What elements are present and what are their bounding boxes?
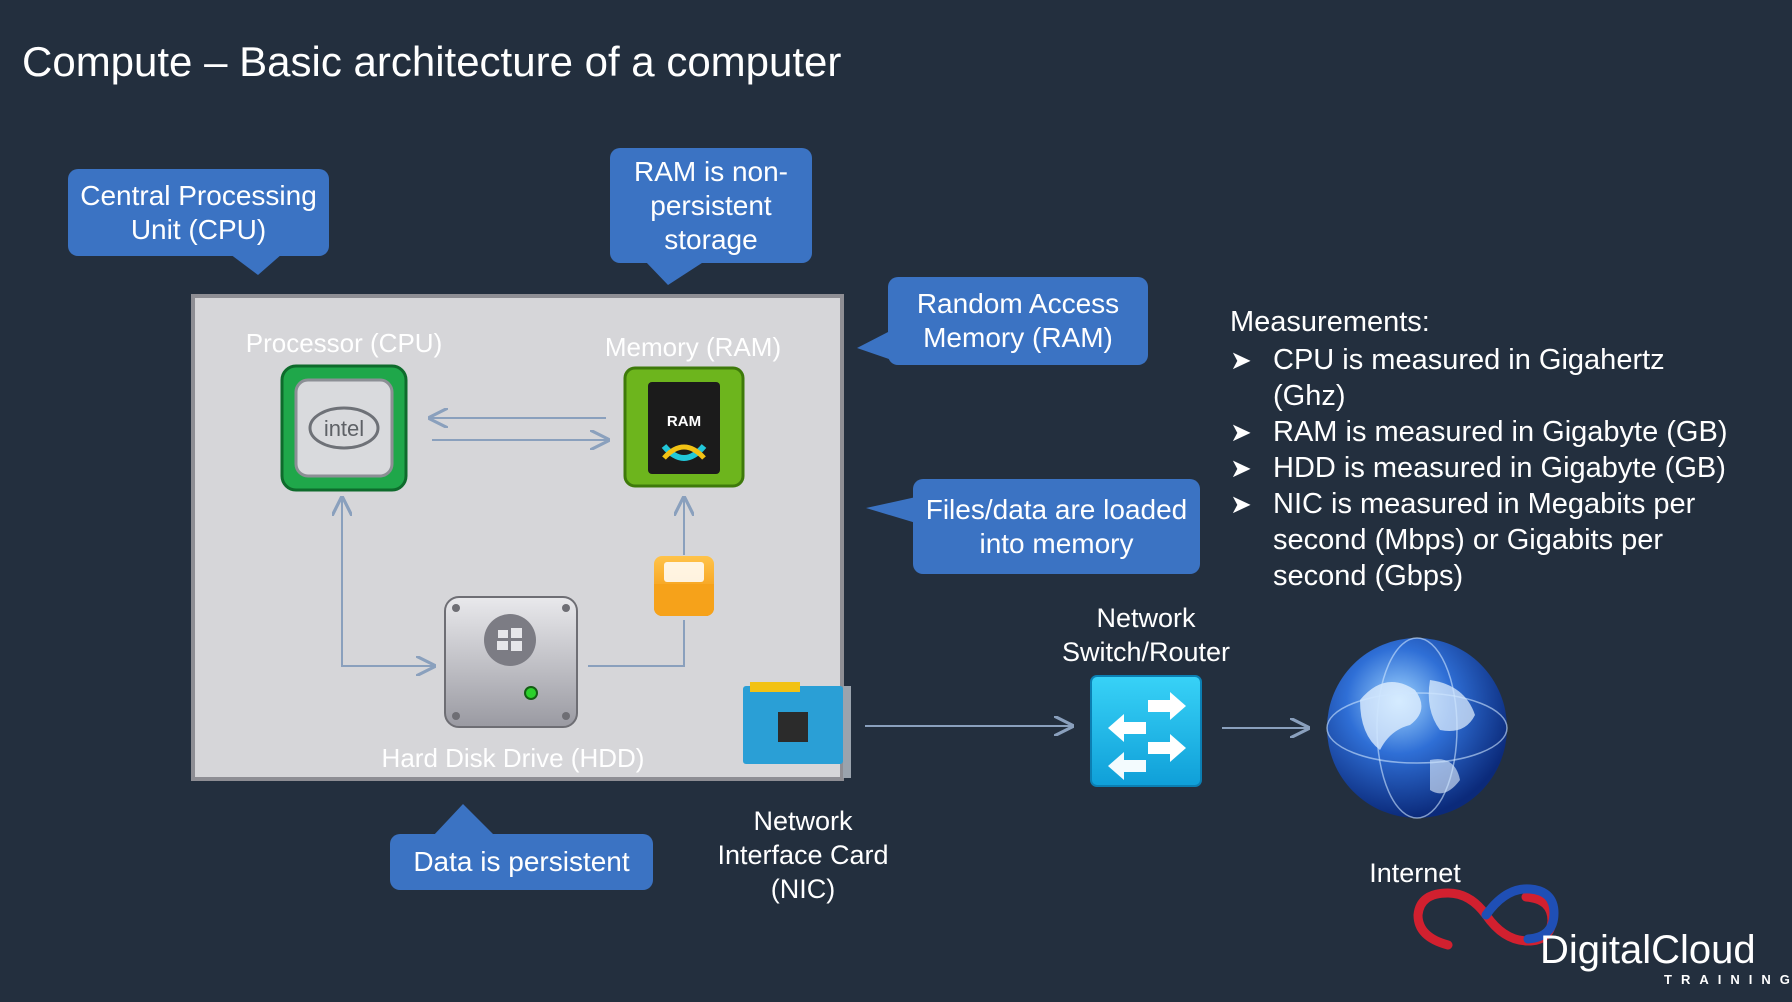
internet-label: Internet [1369, 858, 1461, 888]
callout-line: Random Access [916, 288, 1120, 319]
memory-label: Memory (RAM) [604, 332, 782, 362]
ram-chip-icon: RAM [623, 366, 745, 488]
logo-tagline: TRAINING [1664, 972, 1792, 987]
switch-label: Network Switch/Router [1036, 601, 1256, 669]
folder-icon [654, 556, 714, 616]
measurement-item: ➤ RAM is measured in Gigabyte (GB) [1230, 414, 1770, 450]
network-switch-icon [1090, 675, 1202, 787]
measurements-list: ➤ CPU is measured in Gigahertz (Ghz) ➤ R… [1230, 342, 1770, 594]
page-title: Compute – Basic architecture of a comput… [22, 38, 842, 85]
callout-line: storage [664, 223, 758, 255]
callout-random-access-memory: Random Access Memory (RAM) [888, 277, 1148, 365]
arrow-bullet-icon: ➤ [1230, 417, 1252, 447]
arrow-bullet-icon: ➤ [1230, 489, 1252, 519]
measurement-line: NIC is measured in Megabits per [1273, 488, 1696, 520]
arrow-hdd-to-files [588, 620, 685, 667]
callout-cpu-unit: Central Processing Unit (CPU) [68, 169, 329, 256]
digitalcloud-logo-icon [1413, 884, 1559, 950]
arrow-bullet-icon: ➤ [1230, 453, 1252, 483]
measurement-line: CPU is measured in Gigahertz [1273, 344, 1665, 376]
arrow-hdd-cpu [341, 498, 434, 666]
cpu-chip-text: intel [324, 416, 364, 441]
callout-line: RAM is non- [633, 155, 789, 187]
measurement-line: second (Gbps) [1273, 560, 1464, 592]
callout-line: Files/data are loaded [925, 493, 1188, 525]
ram-chip-text: RAM [667, 413, 701, 430]
callout-pointer [866, 497, 916, 523]
arrow-bullet-icon: ➤ [1230, 345, 1252, 375]
callout-line: into memory [979, 527, 1134, 559]
callout-line: persistent [650, 189, 772, 221]
measurement-line: (Ghz) [1273, 380, 1346, 412]
callout-pointer [645, 261, 705, 285]
measurements-heading: Measurements: [1230, 306, 1430, 338]
callout-ram-nonpersistent: RAM is non- persistent storage [610, 148, 812, 263]
callout-line: Memory (RAM) [923, 322, 1113, 353]
measurement-line: second (Mbps) or Gigabits per [1273, 524, 1664, 556]
nic-label: Network Interface Card (NIC) [690, 804, 916, 906]
callout-line: Central Processing [80, 179, 317, 211]
logo-name: DigitalCloud [1540, 928, 1756, 972]
callout-pointer [857, 330, 892, 360]
measurement-item: ➤ HDD is measured in Gigabyte (GB) [1230, 450, 1770, 486]
measurement-line: RAM is measured in Gigabyte (GB) [1273, 416, 1728, 448]
callout-data-persistent: Data is persistent [390, 834, 653, 890]
internet-globe-icon [1326, 637, 1508, 819]
processor-label: Processor (CPU) [245, 328, 443, 358]
nic-label-line: (NIC) [770, 874, 836, 904]
hard-disk-icon [444, 596, 578, 728]
callout-line: Unit (CPU) [130, 213, 267, 245]
measurement-line: HDD is measured in Gigabyte (GB) [1273, 452, 1726, 484]
callout-pointer [230, 254, 282, 275]
nic-label-line: Interface Card [717, 840, 889, 870]
callout-pointer [433, 804, 495, 836]
switch-label-line: Switch/Router [1061, 637, 1231, 667]
nic-label-line: Network [753, 806, 853, 836]
cpu-chip-icon: intel [280, 364, 408, 492]
switch-label-line: Network [1096, 603, 1196, 633]
measurement-item: ➤ NIC is measured in Megabits per second… [1230, 486, 1770, 594]
measurement-item: ➤ CPU is measured in Gigahertz (Ghz) [1230, 342, 1770, 414]
callout-files-loaded: Files/data are loaded into memory [913, 479, 1200, 574]
callout-line: Data is persistent [413, 846, 630, 877]
hdd-label: Hard Disk Drive (HDD) [381, 743, 645, 773]
network-card-icon [743, 682, 851, 778]
